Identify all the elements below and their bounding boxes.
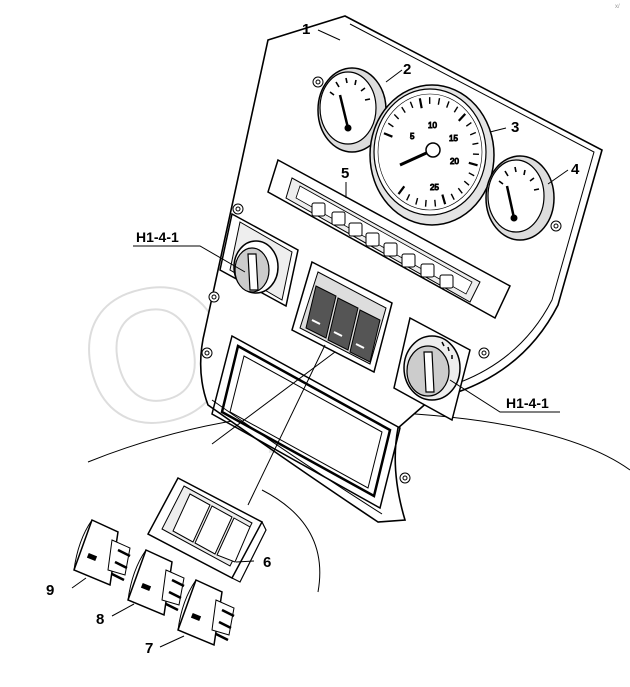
tach-tick-label: 10 <box>428 121 437 130</box>
tachometer-tick <box>409 101 414 109</box>
callout-leaders <box>71 29 569 648</box>
warning-lamp-icon <box>420 263 435 278</box>
tachometer-tick <box>441 194 447 205</box>
callout-8: 8 <box>96 611 104 628</box>
warning-lamp-icons <box>311 202 454 289</box>
gauge-small-left <box>317 67 387 153</box>
reference-label-left: H1-4-1 <box>136 229 179 245</box>
tachometer-tick <box>472 142 479 145</box>
panel-bezel-lower <box>211 399 383 515</box>
storage-pocket <box>211 334 401 510</box>
warning-lamp-icon <box>401 253 416 268</box>
tachometer-ticks <box>383 97 479 207</box>
gauge-needle <box>505 185 516 219</box>
tachometer-tick <box>406 194 411 201</box>
tachometer-tick <box>387 122 394 128</box>
mounting-screw <box>211 294 217 300</box>
tachometer-scale: 5 10 15 20 25 <box>410 121 460 193</box>
callout-7: 7 <box>145 640 153 657</box>
gauge-small-right <box>485 155 555 241</box>
tachometer-tick <box>424 199 427 207</box>
rocker-switch-part <box>127 548 185 617</box>
rocker-switch-part <box>177 578 235 647</box>
gauge-needle <box>338 94 350 129</box>
rotary-switch-left <box>219 212 299 308</box>
rocker-switch <box>327 297 359 351</box>
rocker-switch <box>305 285 337 339</box>
rocker-switch-cluster <box>291 260 393 374</box>
tachometer-tick <box>415 197 419 205</box>
indicator-lamp-strip <box>267 158 511 320</box>
switch-knob-grip <box>423 351 435 393</box>
gauge-ticks <box>329 77 371 101</box>
mounting-screw <box>402 475 408 481</box>
rocker-housing-part <box>146 476 267 583</box>
callout-3: 3 <box>511 119 519 136</box>
mounting-screw <box>235 206 241 212</box>
background-arc-lower <box>261 489 321 593</box>
warning-lamp-icon <box>311 202 326 217</box>
mounting-screw <box>204 350 210 356</box>
corner-mark: x/ <box>615 4 620 10</box>
tachometer-tick <box>450 193 455 201</box>
tachometer-tick <box>468 172 475 177</box>
mounting-screw <box>481 350 487 356</box>
tachometer-tick <box>465 122 472 127</box>
tachometer-tick <box>418 98 423 109</box>
tachometer: 5 10 15 20 25 <box>369 84 495 226</box>
callout-2: 2 <box>403 61 411 78</box>
warning-lamp-icon <box>383 242 398 257</box>
callout-9: 9 <box>46 582 54 599</box>
tachometer-tick <box>468 161 478 167</box>
explode-lines <box>211 344 336 506</box>
warning-lamp-icon <box>331 211 346 226</box>
tachometer-tick <box>469 131 477 136</box>
tach-tick-label: 15 <box>449 134 458 143</box>
tachometer-tick <box>457 113 467 122</box>
tach-tick-label: 20 <box>450 157 459 166</box>
tachometer-tick <box>393 113 400 120</box>
callouts: 1 2 3 4 5 6 7 8 9 H1-4-1 H1-4-1 <box>46 21 580 657</box>
callout-1: 1 <box>302 21 310 38</box>
tach-tick-label: 25 <box>430 183 439 192</box>
tachometer-tick <box>446 101 450 108</box>
tachometer-tick <box>463 180 470 186</box>
tachometer-tick <box>397 185 406 195</box>
tachometer-tick <box>437 98 441 105</box>
tachometer-tick <box>457 187 463 194</box>
switch-knob-grip <box>247 253 259 291</box>
reference-label-right: H1-4-1 <box>506 395 549 411</box>
callout-4: 4 <box>571 161 580 178</box>
mounting-screw <box>315 79 321 85</box>
tachometer-tick <box>383 132 393 138</box>
callout-5: 5 <box>341 165 349 182</box>
tach-tick-label: 5 <box>410 132 415 141</box>
rocker-switch <box>349 309 381 363</box>
gauge-ticks <box>498 166 540 191</box>
callout-6: 6 <box>263 554 271 571</box>
warning-lamp-icon <box>348 222 363 237</box>
warning-lamp-icon <box>365 232 380 247</box>
tachometer-tick <box>401 106 406 114</box>
rocker-switch-part <box>73 518 131 587</box>
mounting-screw <box>553 223 559 229</box>
tachometer-tick <box>453 106 459 113</box>
warning-lamp-icon <box>439 274 454 289</box>
rotary-switch-right <box>393 316 471 422</box>
tachometer-tick <box>434 199 437 207</box>
